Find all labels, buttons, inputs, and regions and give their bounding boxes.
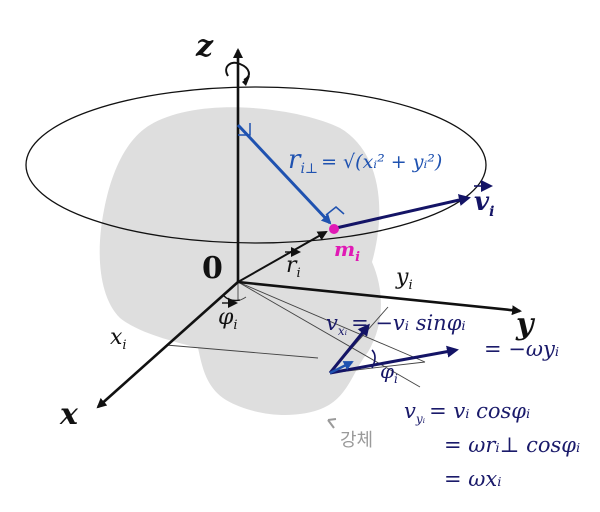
phi-vec-label: φi [218,305,238,333]
rotation-arrow-head-icon [242,76,250,86]
vx-equation-rhs: = −ωyᵢ [484,337,559,361]
r-perp-vector [236,123,332,225]
phi-angle-arc [371,349,376,369]
rotation-ellipse [25,86,487,244]
right-angle-marker-mass [325,206,345,216]
vx-short-arrow [329,360,354,375]
z-axis-label: z [195,29,214,64]
velocity-vector [335,194,471,230]
mass-label: mi [334,237,360,265]
x-i-label: xi [110,325,127,353]
origin-label: 0 [202,251,223,286]
x-axis [96,281,239,409]
mass-point [329,224,339,234]
right-angle-marker-top [238,123,251,136]
velocity-label: vi [474,187,494,220]
coordinate-axes [96,48,522,409]
rigid-body-shape [99,107,381,415]
x-axis-label: x [59,397,79,432]
vy-equation-line2: = ωrᵢ⊥ cosφᵢ [444,433,580,457]
r-perp-equation: ri⊥= √(xᵢ² + yᵢ²) [288,145,442,177]
vy-equation-line1: vyᵢ= vᵢ cosφᵢ [404,399,530,426]
phi-angle-label: φi [380,359,398,386]
r-i-vector [237,231,328,283]
y-i-label: yi [395,265,413,293]
body-pointer-arrow [327,418,337,429]
vy-equation-line3: = ωxᵢ [444,467,501,491]
vx-equation: vxᵢ= −vᵢ sinφᵢ [326,311,466,338]
rigid-body-label: 강체 [340,430,373,451]
y-axis [237,280,522,316]
y-axis-label: y [515,307,536,342]
r-i-label: ri [286,253,301,281]
rotation-arrow-icon [225,61,250,81]
